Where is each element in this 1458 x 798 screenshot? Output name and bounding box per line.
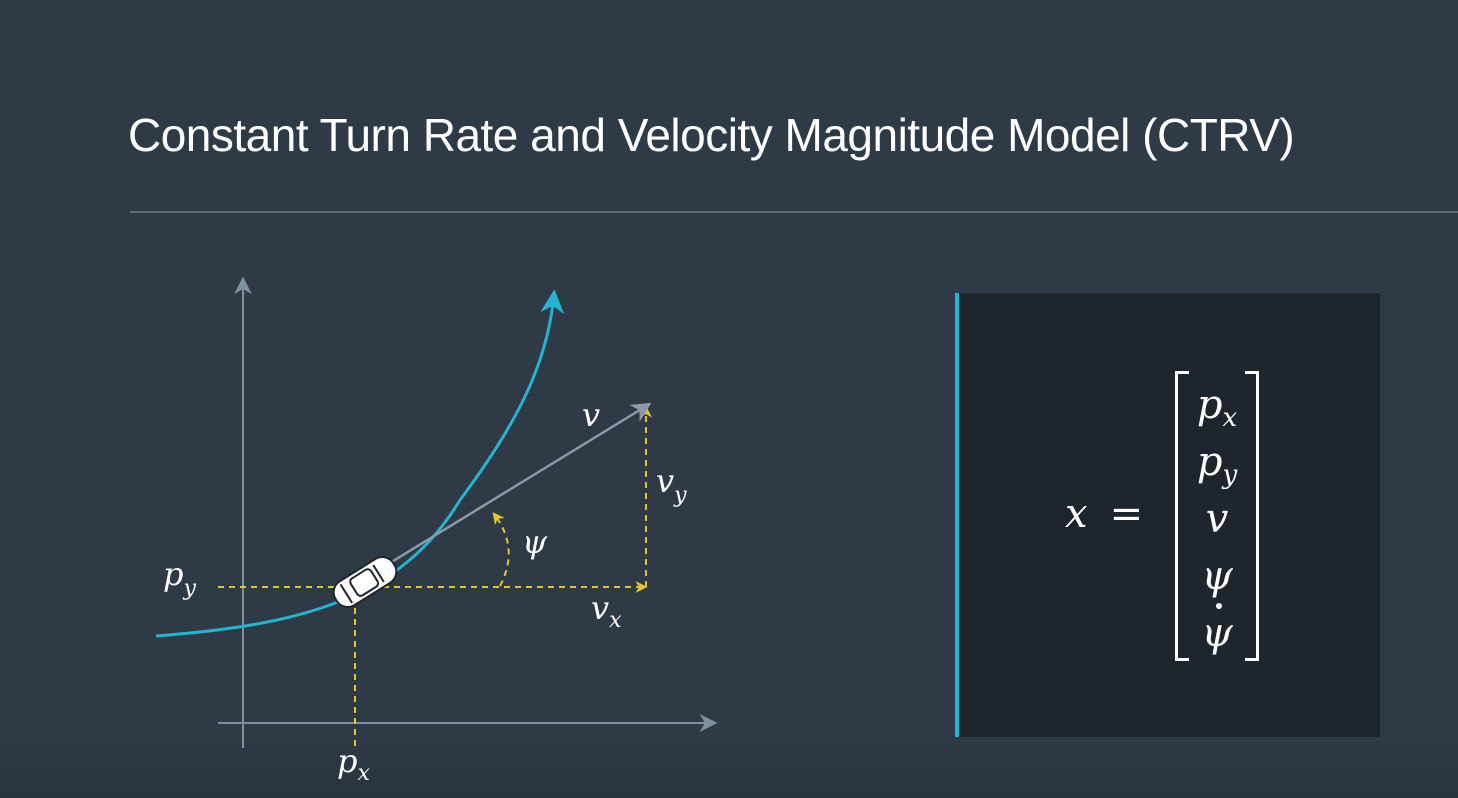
state-entry-yaw-rate: ψ: [1187, 603, 1247, 662]
car-icon: [332, 556, 398, 608]
slide-title: Constant Turn Rate and Velocity Magnitud…: [128, 109, 1295, 161]
state-variable: x: [1065, 491, 1088, 537]
state-entry-v: v: [1205, 496, 1229, 542]
state-entry-yaw: ψ: [1201, 553, 1233, 599]
state-entry-px: px: [1196, 382, 1238, 433]
state-vector-panel: x= px py v ψ ψ: [955, 293, 1380, 737]
label-vy: vy: [656, 462, 687, 508]
label-vx: vx: [591, 589, 622, 633]
trajectory-curve: [155, 289, 565, 638]
right-bracket: [1245, 371, 1259, 661]
label-py: py: [163, 555, 196, 601]
state-vector-entries: px py v ψ ψ: [1187, 377, 1247, 662]
yaw-rate-symbol: ψ: [1201, 603, 1233, 662]
label-psi: ψ: [522, 523, 548, 561]
psi-angle-arc: [492, 512, 510, 587]
state-equation-lhs: x=: [1065, 491, 1143, 537]
velocity-vector: [366, 402, 652, 579]
title-divider: [130, 211, 1458, 213]
label-px: px: [337, 742, 370, 786]
equals-sign: =: [1109, 491, 1144, 537]
left-bracket: [1175, 371, 1189, 661]
label-v: v: [582, 396, 600, 434]
panel-accent-bar: [955, 293, 959, 737]
state-entry-py: py: [1196, 439, 1238, 490]
